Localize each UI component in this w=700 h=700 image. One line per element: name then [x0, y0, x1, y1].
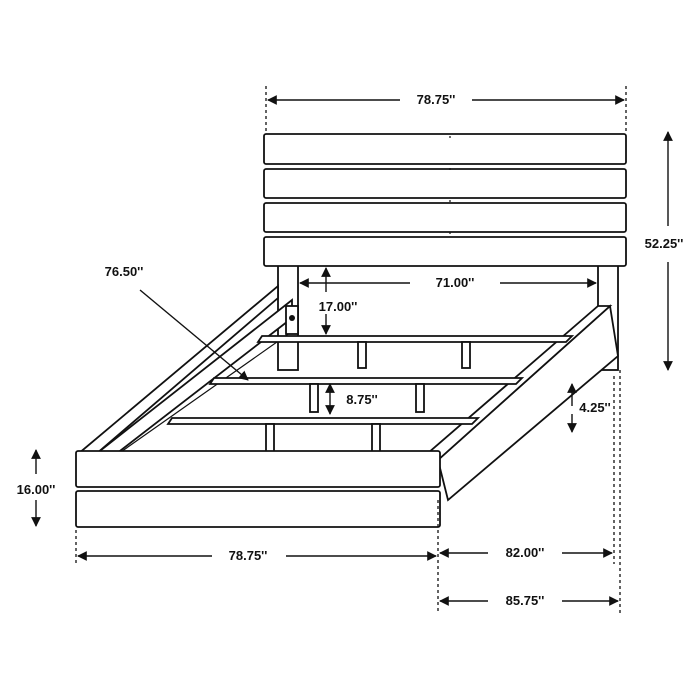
- rail-length-label: 82.00'': [506, 545, 545, 560]
- slat-leg: [461, 341, 471, 369]
- footboard-plank-2: [75, 490, 441, 528]
- slat-2: [208, 377, 525, 385]
- headboard-height-label: 52.25'': [645, 236, 684, 251]
- diagonal-label: 76.50'': [105, 264, 144, 279]
- slat-leg: [309, 383, 319, 413]
- footboard-height-label: 16.00'': [17, 482, 56, 497]
- headboard: [263, 133, 627, 371]
- bed-frame: [75, 284, 619, 502]
- footboard: [75, 450, 441, 528]
- left-inner-rail: [93, 298, 293, 455]
- footboard-plank-1: [75, 450, 441, 488]
- inner-width-label: 71.00'': [436, 275, 475, 290]
- slat-3: [166, 417, 481, 425]
- footboard-width-label: 78.75'': [229, 548, 268, 563]
- rail-height-label: 4.25'': [579, 400, 610, 415]
- headboard-plank-1: [263, 133, 627, 165]
- slat-leg: [415, 383, 425, 413]
- headboard-width-label: 78.75'': [417, 92, 456, 107]
- headboard-plank-2: [263, 168, 627, 199]
- overall-length-label: 85.75'': [506, 593, 545, 608]
- slat-1: [256, 335, 575, 343]
- headboard-plank-4: [263, 236, 627, 267]
- headboard-clearance-label: 17.00'': [319, 299, 358, 314]
- slat-leg: [371, 423, 381, 453]
- headboard-plank-3: [263, 202, 627, 233]
- slat-leg: [357, 341, 367, 369]
- slat-gap-label: 8.75'': [346, 392, 377, 407]
- left-side-rail: [75, 284, 279, 455]
- slat-leg: [265, 423, 275, 453]
